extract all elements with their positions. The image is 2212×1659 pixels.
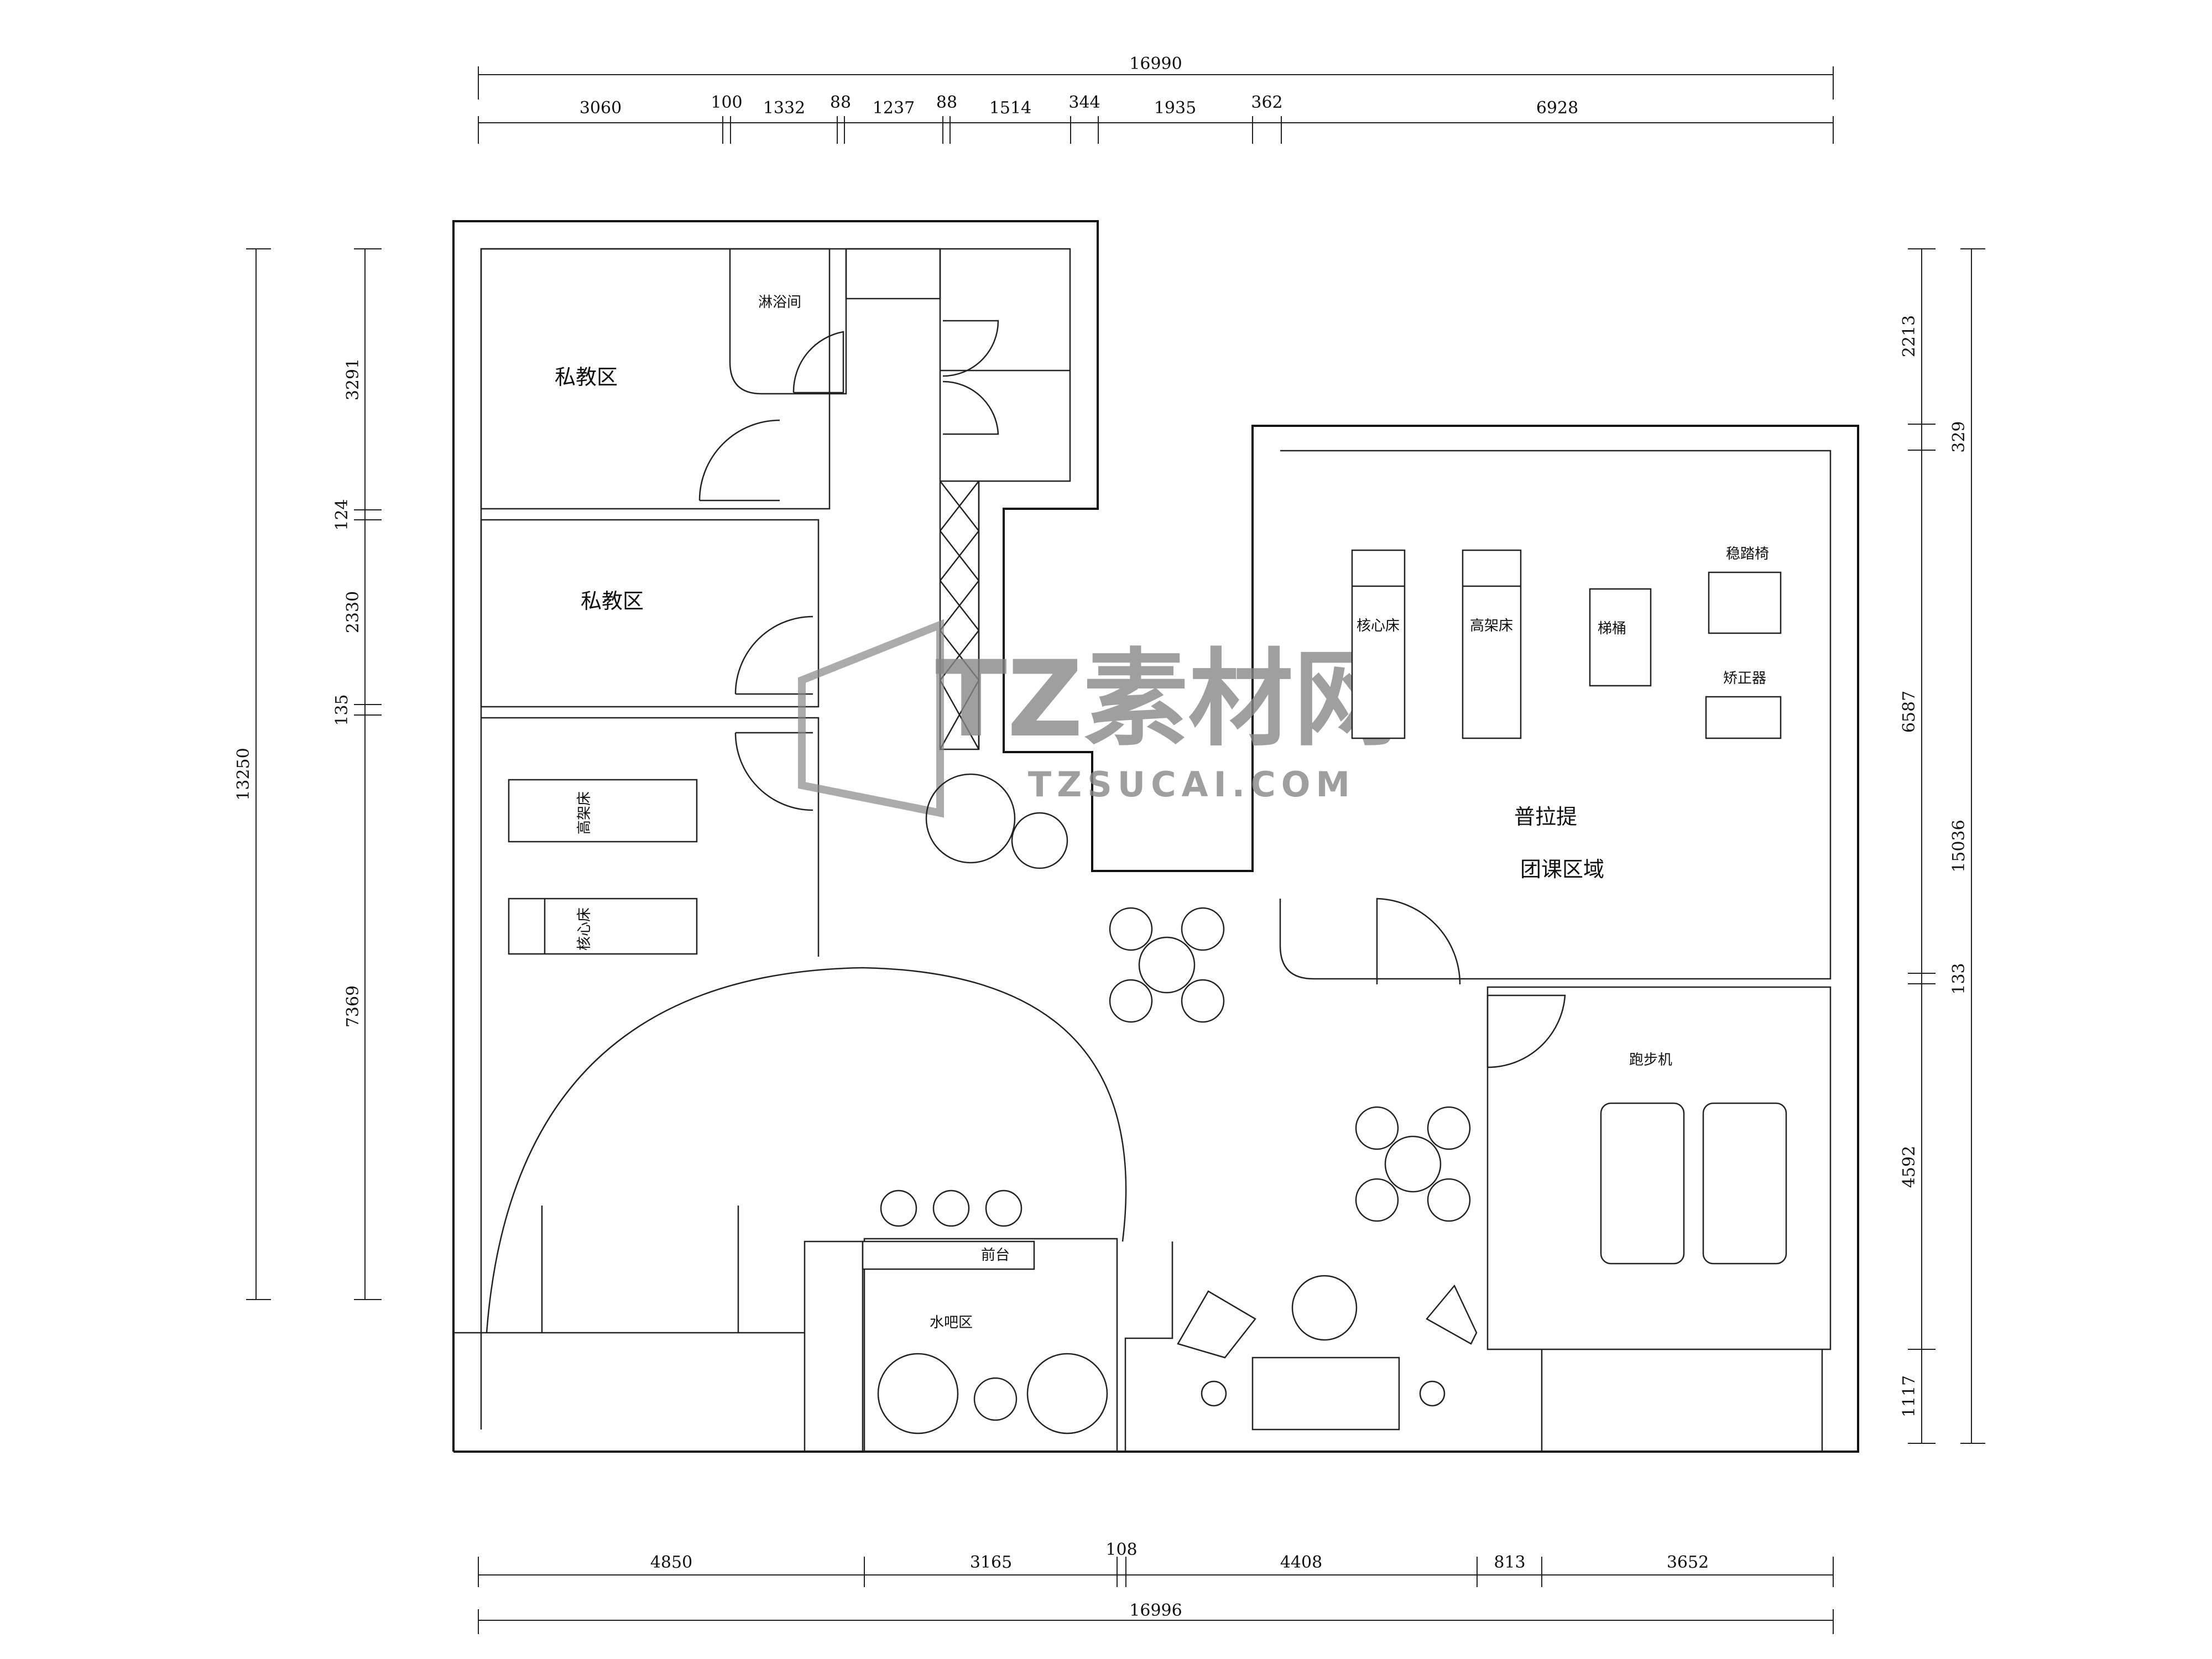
dim-left-seg: 135 [332, 694, 352, 726]
dim-top-seg: 362 [1251, 93, 1282, 112]
dim-left-total: 13250 [234, 748, 253, 800]
room-label: 私教区 [581, 589, 644, 613]
equipment-label: 高架床 [1470, 618, 1513, 634]
dim-right-seg: 2213 [1900, 315, 1919, 357]
dim-top-seg: 6928 [1536, 98, 1578, 118]
dim-left-seg: 7369 [343, 985, 363, 1027]
front-desk-counter [862, 1240, 1035, 1270]
left-dimensions: 13250 3291 124 2330 135 7369 [234, 248, 382, 1300]
room-label: 私教区 [555, 365, 618, 389]
stairs [925, 773, 1068, 869]
dim-right-seg: 133 [1949, 963, 1969, 994]
top-dimensions: 16990 3060 100 1332 88 1237 88 1514 344 … [478, 54, 1834, 144]
treadmill-icon [1702, 1102, 1787, 1265]
equipment-label: 梯桶 [1598, 620, 1626, 637]
equipment-label: 核心床 [1357, 618, 1400, 634]
round-table-icon [1384, 1135, 1442, 1193]
dim-top-seg: 344 [1068, 93, 1100, 112]
right-dimensions: 2213 329 6587 133 4592 1117 15036 [1900, 248, 1985, 1444]
room-label: 团课区域 [1520, 857, 1604, 881]
dim-bottom-seg: 4408 [1280, 1553, 1322, 1572]
pilates-equipment [1351, 549, 1782, 739]
room-label: 普拉提 [1514, 805, 1577, 829]
dim-top-seg: 3060 [580, 98, 622, 118]
dim-right-seg: 1117 [1900, 1375, 1919, 1417]
ladder-barrel-icon [1589, 588, 1652, 687]
dim-left-seg: 124 [332, 499, 352, 530]
core-bed-icon [508, 898, 698, 955]
round-table-icon [1138, 936, 1196, 994]
dim-top-seg: 100 [711, 93, 742, 112]
room-label: 前台 [981, 1247, 1010, 1264]
private-equipment [508, 779, 698, 955]
dim-left-seg: 2330 [343, 591, 363, 633]
walls [452, 220, 1859, 1453]
dim-bottom-seg: 108 [1105, 1540, 1137, 1559]
high-bed-icon [508, 779, 698, 843]
watermark-brand: TZ素材网 [935, 638, 1398, 760]
room-label: 跑步机 [1629, 1052, 1672, 1068]
doors [541, 320, 1566, 1333]
watermark: TZ素材网 TZSUCAI.COM [798, 619, 1399, 818]
dim-top-total: 16990 [1129, 54, 1182, 74]
corrector-icon [1705, 696, 1782, 739]
stability-chair-icon [1708, 571, 1782, 634]
tables [1109, 907, 1478, 1431]
dim-top-seg: 88 [936, 93, 957, 112]
watermark-url: TZSUCAI.COM [1028, 764, 1355, 805]
dim-top-seg: 1935 [1154, 98, 1196, 118]
bottom-dimensions: 4850 3165 108 4408 813 3652 16996 [478, 1540, 1834, 1634]
dim-bottom-seg: 3652 [1667, 1553, 1709, 1572]
room-label: 淋浴间 [758, 294, 801, 311]
equipment-label: 高架床 [576, 791, 593, 834]
equipment-label: 稳踏椅 [1726, 546, 1769, 562]
equipment-label: 矫正器 [1723, 670, 1766, 687]
dim-right-seg: 6587 [1900, 691, 1919, 733]
dim-top-seg: 1237 [873, 98, 915, 118]
room-label: 水吧区 [930, 1314, 973, 1331]
water-dispenser-icon [877, 1353, 959, 1434]
dim-bottom-seg: 813 [1494, 1553, 1525, 1572]
sofa-icon [1251, 1357, 1400, 1431]
equipment-label: 核心床 [576, 907, 593, 951]
dim-top-seg: 88 [830, 93, 851, 112]
treadmills [1600, 1102, 1787, 1265]
armchair-icon [1177, 1290, 1256, 1359]
bar-furniture [862, 1190, 1108, 1434]
dim-top-seg: 1332 [763, 98, 805, 118]
dim-right-seg: 329 [1949, 421, 1969, 452]
high-bed-icon [1462, 549, 1522, 739]
treadmill-icon [1600, 1102, 1685, 1265]
dim-bottom-seg: 3165 [970, 1553, 1012, 1572]
dim-bottom-seg: 4850 [650, 1553, 692, 1572]
dim-top-seg: 1514 [989, 98, 1031, 118]
armchair-icon [1426, 1284, 1478, 1345]
core-bed-icon [1351, 549, 1406, 739]
dim-right-total: 15036 [1949, 820, 1969, 872]
coffee-table-icon [1291, 1275, 1358, 1341]
dim-bottom-total: 16996 [1129, 1601, 1182, 1620]
dim-right-seg: 4592 [1900, 1146, 1919, 1188]
dim-left-seg: 3291 [343, 358, 363, 400]
